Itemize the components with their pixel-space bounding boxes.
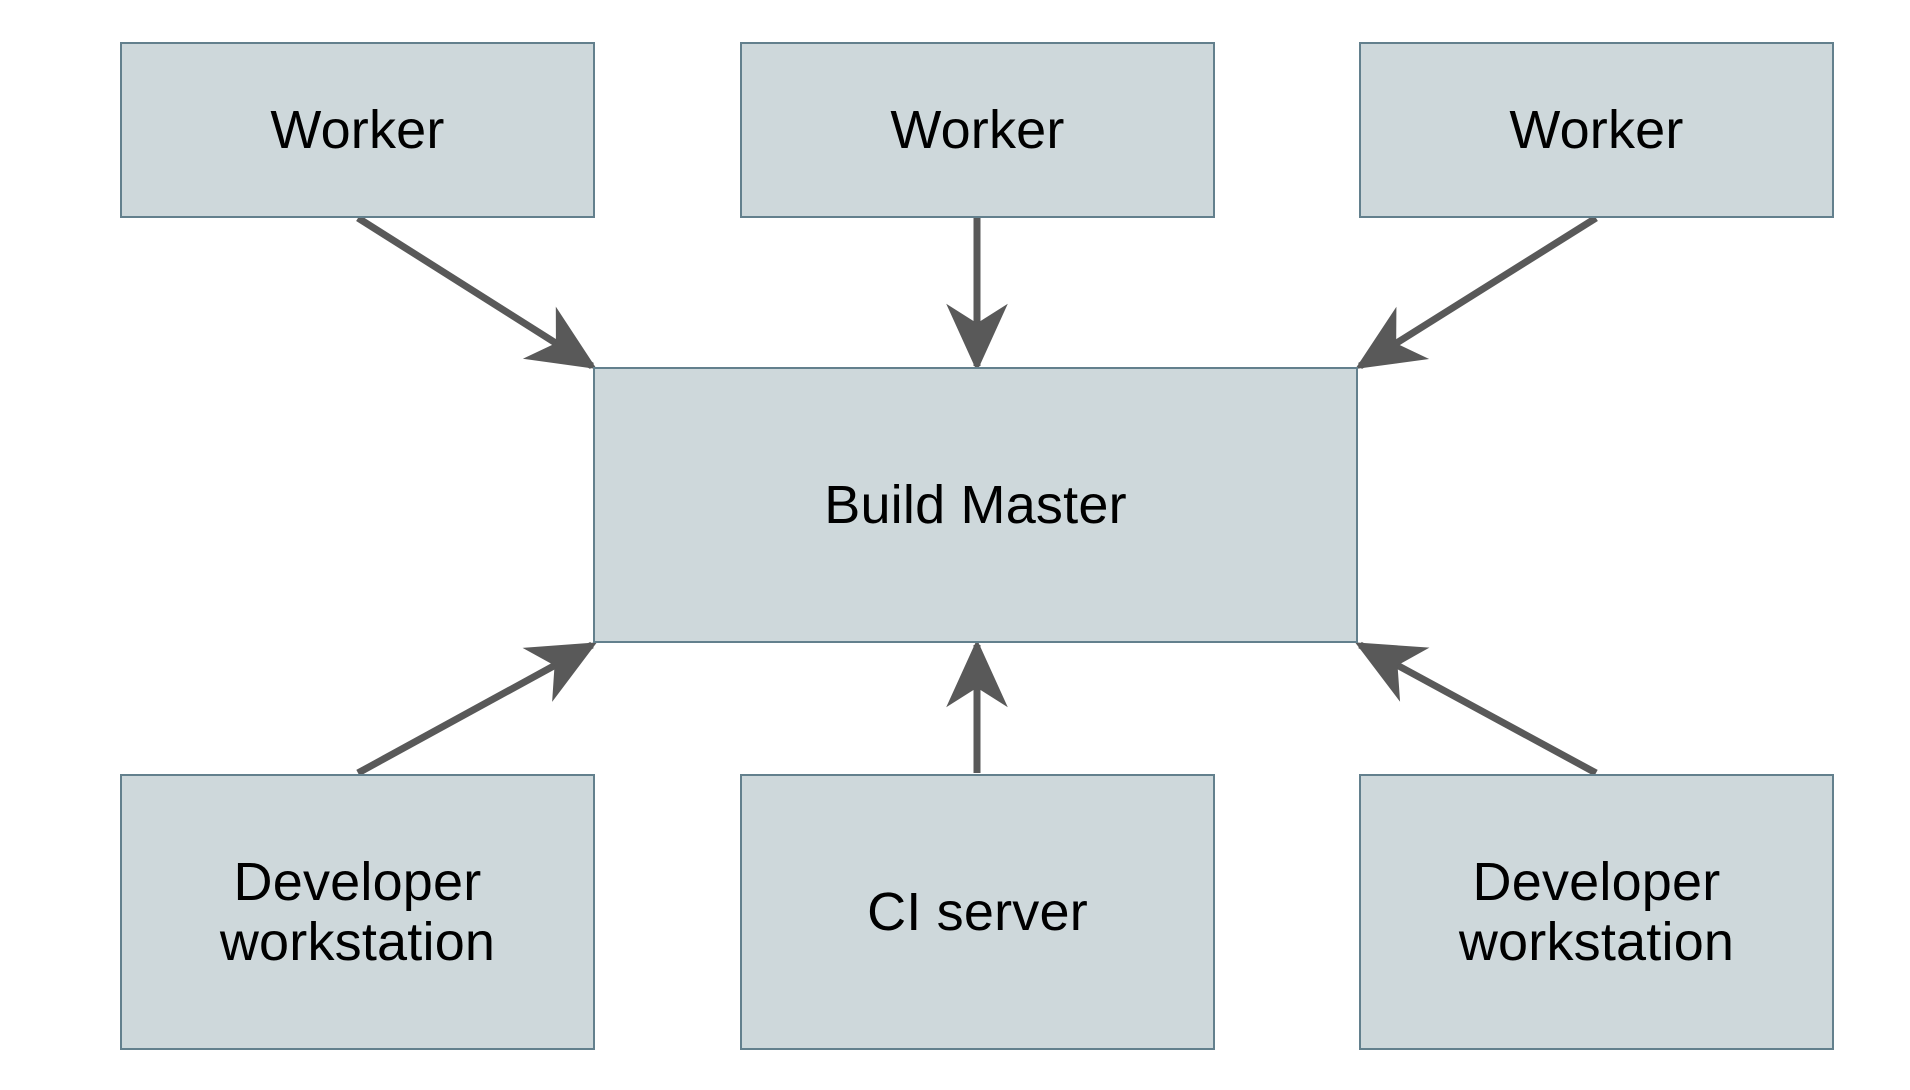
node-build-master[interactable]: Build Master bbox=[593, 367, 1358, 643]
node-worker-1-label: Worker bbox=[270, 99, 445, 160]
edge-worker1-to-master bbox=[356, 215, 597, 369]
node-developer-workstation-2-label: Developer workstation bbox=[1458, 851, 1735, 972]
edge-devws1-to-master bbox=[356, 641, 597, 777]
edge-worker3-to-master bbox=[1355, 215, 1598, 369]
node-worker-3[interactable]: Worker bbox=[1359, 42, 1834, 218]
node-worker-1[interactable]: Worker bbox=[120, 42, 595, 218]
node-ci-server-label: CI server bbox=[867, 881, 1088, 942]
node-developer-workstation-1[interactable]: Developer workstation bbox=[120, 774, 595, 1050]
node-worker-2-label: Worker bbox=[890, 99, 1065, 160]
node-worker-2[interactable]: Worker bbox=[740, 42, 1215, 218]
node-worker-3-label: Worker bbox=[1509, 99, 1684, 160]
node-developer-workstation-2[interactable]: Developer workstation bbox=[1359, 774, 1834, 1050]
node-ci-server[interactable]: CI server bbox=[740, 774, 1215, 1050]
node-developer-workstation-1-label: Developer workstation bbox=[219, 851, 496, 972]
node-build-master-label: Build Master bbox=[824, 474, 1127, 535]
edge-devws2-to-master bbox=[1355, 641, 1598, 777]
